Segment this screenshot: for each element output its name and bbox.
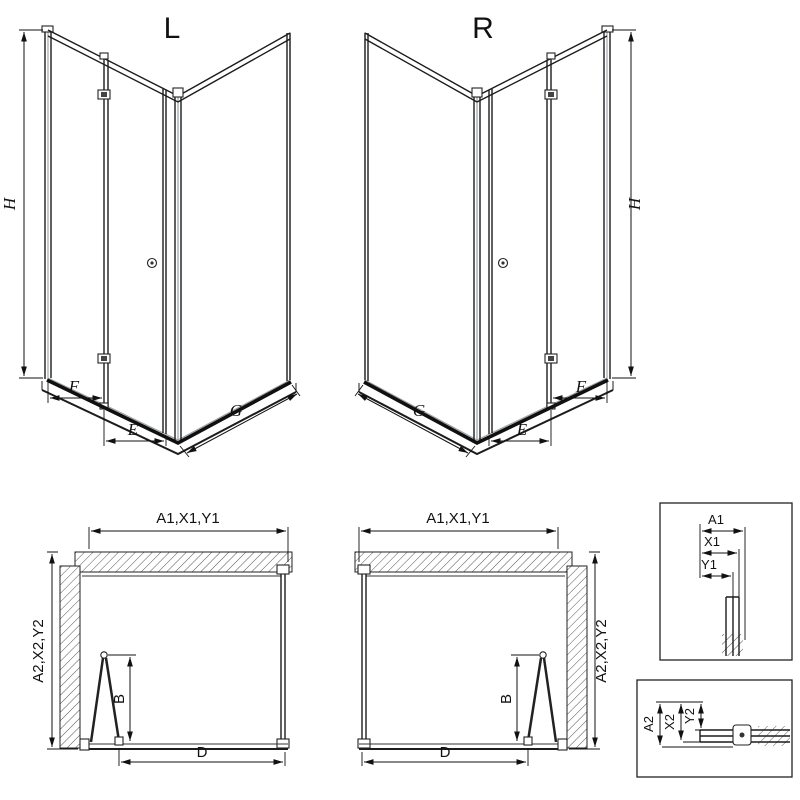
pl-dim-d-label: D	[197, 744, 208, 761]
r-dim-e-ext	[488, 410, 552, 446]
pr-door-hinge-profile	[557, 738, 568, 751]
dt-ext-lines	[699, 524, 746, 640]
pr-dim-top-label: A1,X1,Y1	[426, 510, 489, 527]
l-dim-g-line	[186, 393, 298, 454]
pr-dim-side-ext	[569, 551, 600, 750]
pr-door-pivot	[539, 651, 547, 659]
pl-door-endcap	[114, 736, 124, 746]
db-dim-y2-label: Y2	[682, 708, 697, 724]
l-view-title: L	[164, 12, 181, 45]
l-dim-h-label: H	[0, 196, 19, 211]
plan-view-right: A1,X1,Y1 A2,X2,Y2 B D	[354, 510, 610, 766]
pl-door-pivot	[100, 651, 108, 659]
view-3d-right: H F E G R	[354, 12, 644, 458]
l-tray-ends	[41, 381, 297, 392]
r-dim-f-label: F	[575, 377, 587, 396]
r-dim-h-ext	[612, 29, 636, 379]
pl-wall-left	[59, 565, 81, 749]
r-corner-cap	[471, 87, 483, 98]
l-outer-edge-right	[286, 33, 291, 381]
l-pivot-top	[99, 52, 109, 60]
l-corner-cap	[172, 87, 184, 98]
r-tray-top-edge	[363, 378, 609, 446]
r-hinge-top-pin	[548, 92, 554, 97]
pl-dim-side-label: A2,X2,Y2	[30, 619, 47, 682]
pl-dim-d-ext	[118, 748, 286, 766]
l-dim-h-ext	[19, 29, 43, 379]
l-dim-g-label: G	[230, 401, 242, 420]
pr-corner-profile	[357, 564, 371, 575]
l-dim-e-label: E	[127, 420, 139, 439]
r-dim-g-label: G	[413, 401, 425, 420]
r-top-rail-left	[364, 32, 478, 103]
pr-dim-d-ext	[361, 748, 529, 766]
dt-dim-y1-label: Y1	[701, 557, 717, 572]
db-dim-x2-label: X2	[662, 714, 677, 730]
dt-profile-section	[725, 596, 740, 656]
pr-wall-back	[354, 551, 573, 573]
pl-corner-profile	[276, 564, 290, 575]
db-border	[636, 679, 793, 778]
r-view-title: R	[472, 12, 494, 45]
pl-dim-top-label: A1,X1,Y1	[156, 510, 219, 527]
l-door-edge	[162, 89, 167, 434]
r-door-knob-dot	[501, 261, 505, 265]
pr-folded-door-leaves	[526, 657, 558, 743]
r-dim-g-line	[357, 393, 469, 454]
pl-dim-b-label: B	[111, 694, 128, 704]
detail-view-bottom: A2 X2 Y2	[636, 679, 793, 778]
l-dim-g-ext	[179, 384, 301, 458]
plan-view-left: A1,X1,Y1 A2,X2,Y2 B D	[30, 510, 293, 766]
l-wall-profile-left	[44, 29, 52, 379]
l-dim-f-label: F	[68, 377, 80, 396]
r-door-fold-line	[546, 59, 552, 407]
r-outer-edge-left	[364, 33, 369, 381]
l-hinge-top-pin	[101, 92, 107, 97]
pl-dim-top-ext	[88, 527, 289, 562]
pr-dim-top-ext	[358, 527, 559, 562]
pl-wall-back	[74, 551, 293, 573]
pl-folded-door-leaves	[89, 657, 121, 743]
l-right-panel-glass	[177, 32, 291, 441]
l-tray-top-edge	[46, 378, 292, 446]
l-top-rail-left	[47, 29, 179, 103]
r-dim-e-label: E	[516, 420, 528, 439]
pr-dim-d-label: D	[440, 744, 451, 761]
pl-dim-side-ext	[47, 551, 78, 750]
pr-side-glass	[361, 572, 367, 744]
l-dim-e-ext	[103, 410, 167, 446]
r-dim-g-ext	[354, 384, 476, 458]
l-door-knob-dot	[150, 261, 154, 265]
dt-dim-x1-label: X1	[704, 534, 720, 549]
pr-wall-right	[566, 565, 588, 749]
r-door-edge	[488, 89, 493, 434]
l-corner-post	[174, 93, 182, 443]
db-ext-lines	[656, 701, 733, 748]
r-pivot-top	[546, 52, 556, 60]
l-top-rail-right	[177, 32, 291, 103]
dt-dim-a1-label: A1	[708, 512, 724, 527]
r-wall-profile-cap	[601, 25, 614, 33]
r-wall-profile-right	[603, 29, 611, 379]
db-profile-detail-dot	[739, 732, 745, 738]
view-3d-left: H F E G L	[0, 12, 301, 458]
detail-view-top: A1 X1 Y1	[659, 502, 793, 661]
db-dim-a2-label: A2	[641, 716, 656, 732]
dt-border	[659, 502, 793, 661]
pr-dim-side-label: A2,X2,Y2	[593, 619, 610, 682]
r-corner-post	[473, 93, 481, 443]
r-hinge-bottom-pin	[548, 356, 554, 361]
pl-side-glass	[280, 572, 286, 744]
r-top-rail-right	[476, 29, 608, 103]
r-dim-h-label: H	[625, 196, 644, 211]
r-left-panel-glass	[364, 32, 478, 441]
pl-door-hinge-profile	[79, 738, 90, 751]
pr-door-endcap	[523, 736, 533, 746]
l-wall-profile-cap	[41, 25, 54, 33]
l-door-fold-line	[103, 59, 109, 407]
pr-dim-b-label: B	[498, 694, 515, 704]
l-hinge-bottom-pin	[101, 356, 107, 361]
